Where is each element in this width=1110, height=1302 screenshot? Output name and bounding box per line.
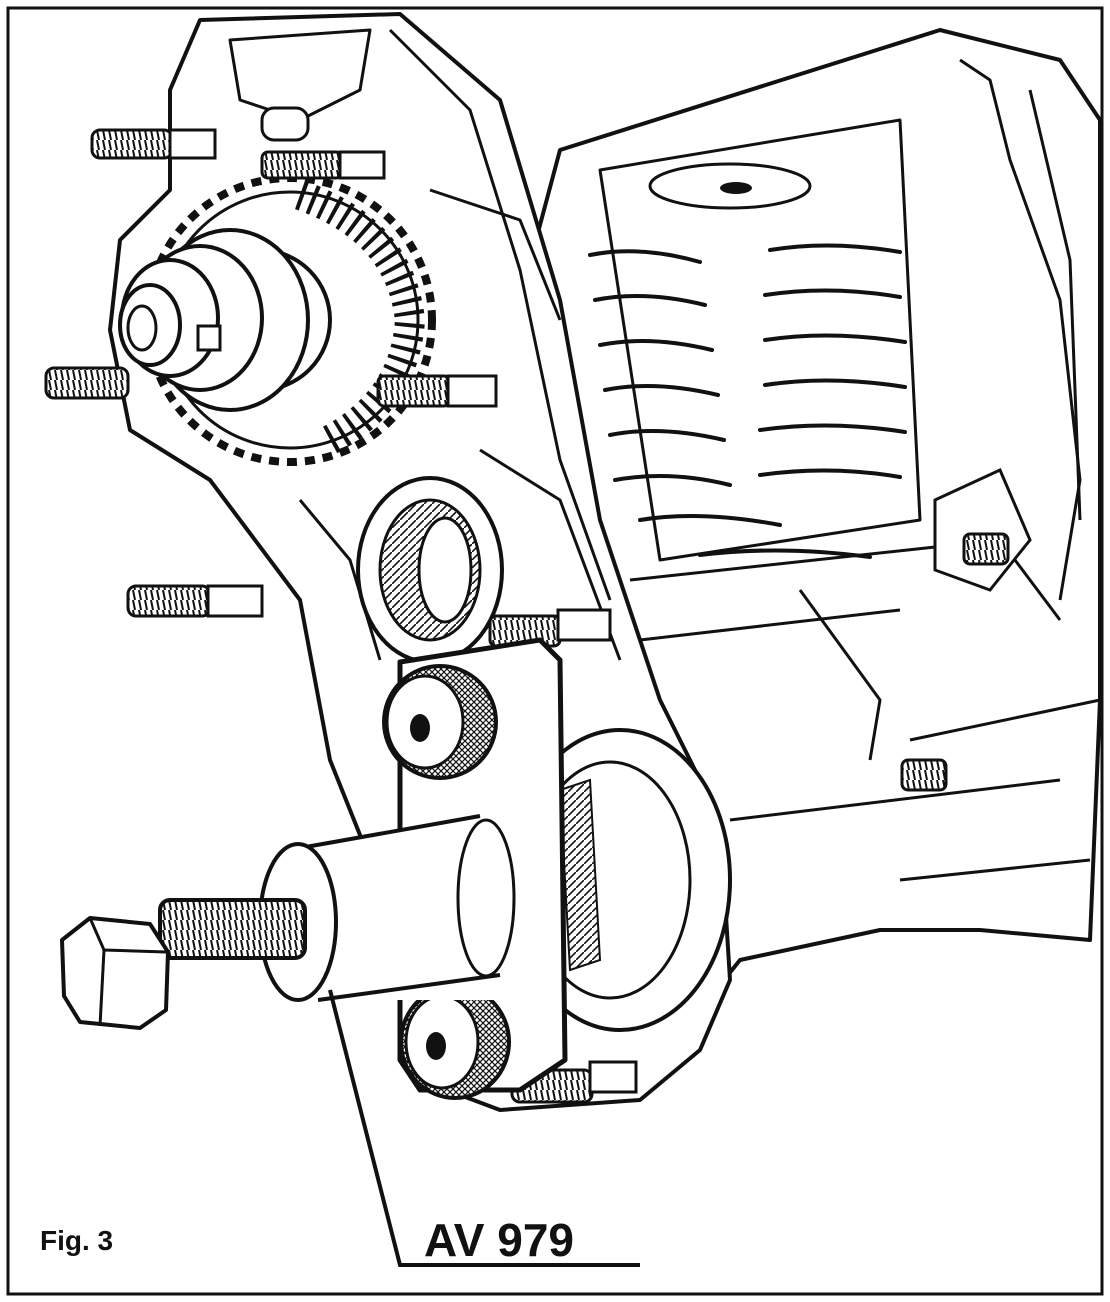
puller-spindle xyxy=(158,898,307,960)
bearing-ring xyxy=(356,476,504,664)
stud-left xyxy=(44,366,130,400)
stud-center xyxy=(376,374,498,408)
stud-top-left xyxy=(90,128,217,160)
figure-caption: Fig. 3 xyxy=(40,1225,113,1256)
stud-top-middle xyxy=(260,150,386,180)
stud-lower-left xyxy=(126,584,264,618)
casing-bolt-lower xyxy=(900,758,948,792)
puller-hex-head xyxy=(60,916,170,1030)
stud-middle xyxy=(488,608,612,648)
puller-knob-upper xyxy=(382,664,498,780)
leader-line xyxy=(328,989,640,1267)
casing-bolt-upper xyxy=(933,467,1032,592)
casing-ribs xyxy=(588,243,907,559)
tool-label: AV 979 xyxy=(424,1214,574,1266)
puller-knob-lower xyxy=(399,984,511,1100)
puller-cylinder xyxy=(258,814,516,1002)
output-hub xyxy=(118,228,310,412)
puller-tool xyxy=(60,637,568,1100)
